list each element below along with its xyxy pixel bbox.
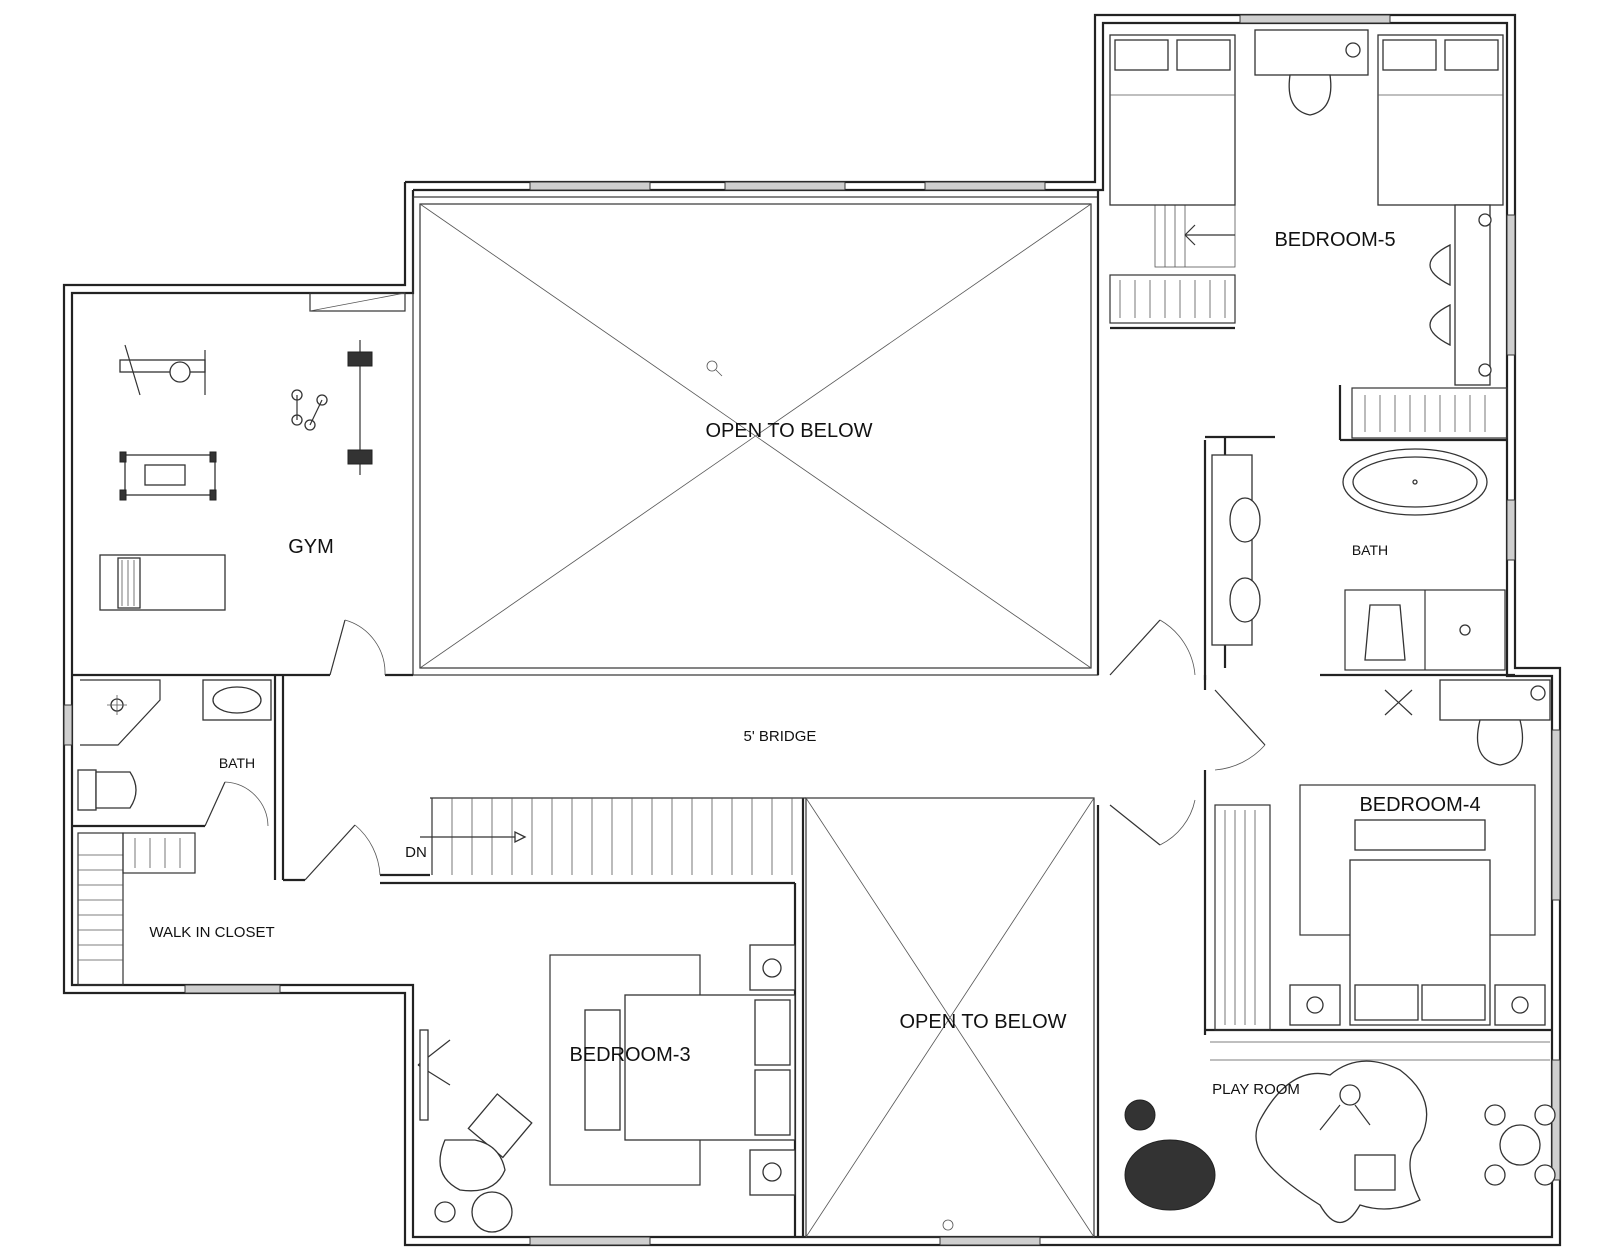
label-stair-dn: DN	[405, 844, 427, 861]
outer-walls	[62, 13, 1562, 1247]
bath-left-fixtures	[77, 679, 272, 811]
bath-right-fixtures	[1211, 448, 1551, 766]
doors	[204, 619, 1413, 1086]
walk-in-closet-racks	[77, 832, 196, 986]
label-open-to-below-bottom: OPEN TO BELOW	[899, 1011, 1066, 1033]
gym-equipment	[99, 292, 406, 611]
windows	[63, 14, 1561, 1246]
label-walk-in-closet: WALK IN CLOSET	[149, 924, 274, 941]
open-to-below-bottom	[805, 797, 1095, 1238]
room-labels: GYM OPEN TO BELOW OPEN TO BELOW BEDROOM-…	[149, 229, 1480, 1098]
label-bedroom-3: BEDROOM-3	[569, 1044, 690, 1066]
bedroom-3-furniture	[419, 944, 796, 1233]
label-bedroom-5: BEDROOM-5	[1274, 229, 1395, 251]
label-bath-right: BATH	[1352, 542, 1388, 558]
play-room-furniture	[1124, 1060, 1556, 1223]
label-bedroom-4: BEDROOM-4	[1359, 794, 1480, 816]
label-play-room: PLAY ROOM	[1212, 1081, 1300, 1098]
bedroom-4-furniture	[1210, 784, 1550, 1061]
stairs	[420, 204, 1236, 875]
label-bath-left: BATH	[219, 755, 255, 771]
label-open-to-below-top: OPEN TO BELOW	[705, 420, 872, 442]
bedroom-5-furniture	[1109, 29, 1508, 439]
label-bridge: 5' BRIDGE	[744, 728, 817, 745]
label-gym: GYM	[288, 536, 334, 558]
